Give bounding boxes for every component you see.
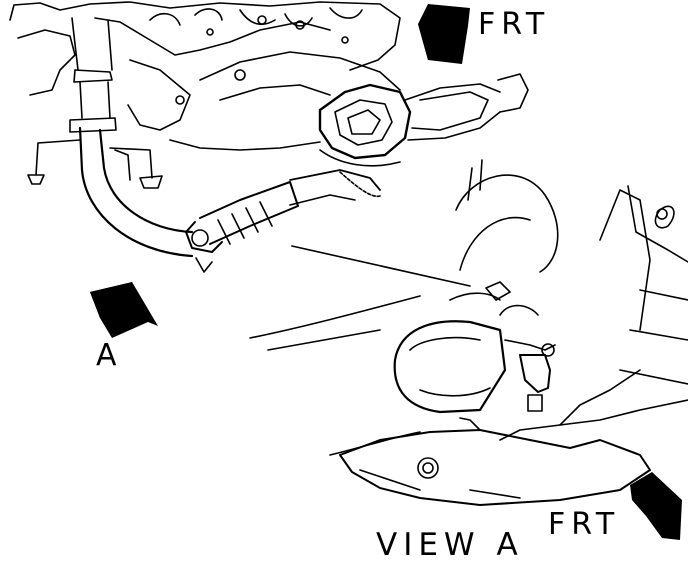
front-direction-label: FRT bbox=[478, 7, 551, 42]
front-direction-label-bottom: FRT bbox=[548, 507, 621, 542]
view-marker-label: A bbox=[96, 338, 117, 373]
view-direction-arrow-icon bbox=[90, 282, 158, 338]
forward-arrow-icon bbox=[418, 4, 470, 64]
forward-arrow-icon bbox=[630, 472, 682, 540]
view-a-detail bbox=[249, 159, 688, 506]
engine-exhaust-assembly bbox=[9, 1, 529, 273]
view-title-label: VIEW A bbox=[376, 527, 524, 563]
